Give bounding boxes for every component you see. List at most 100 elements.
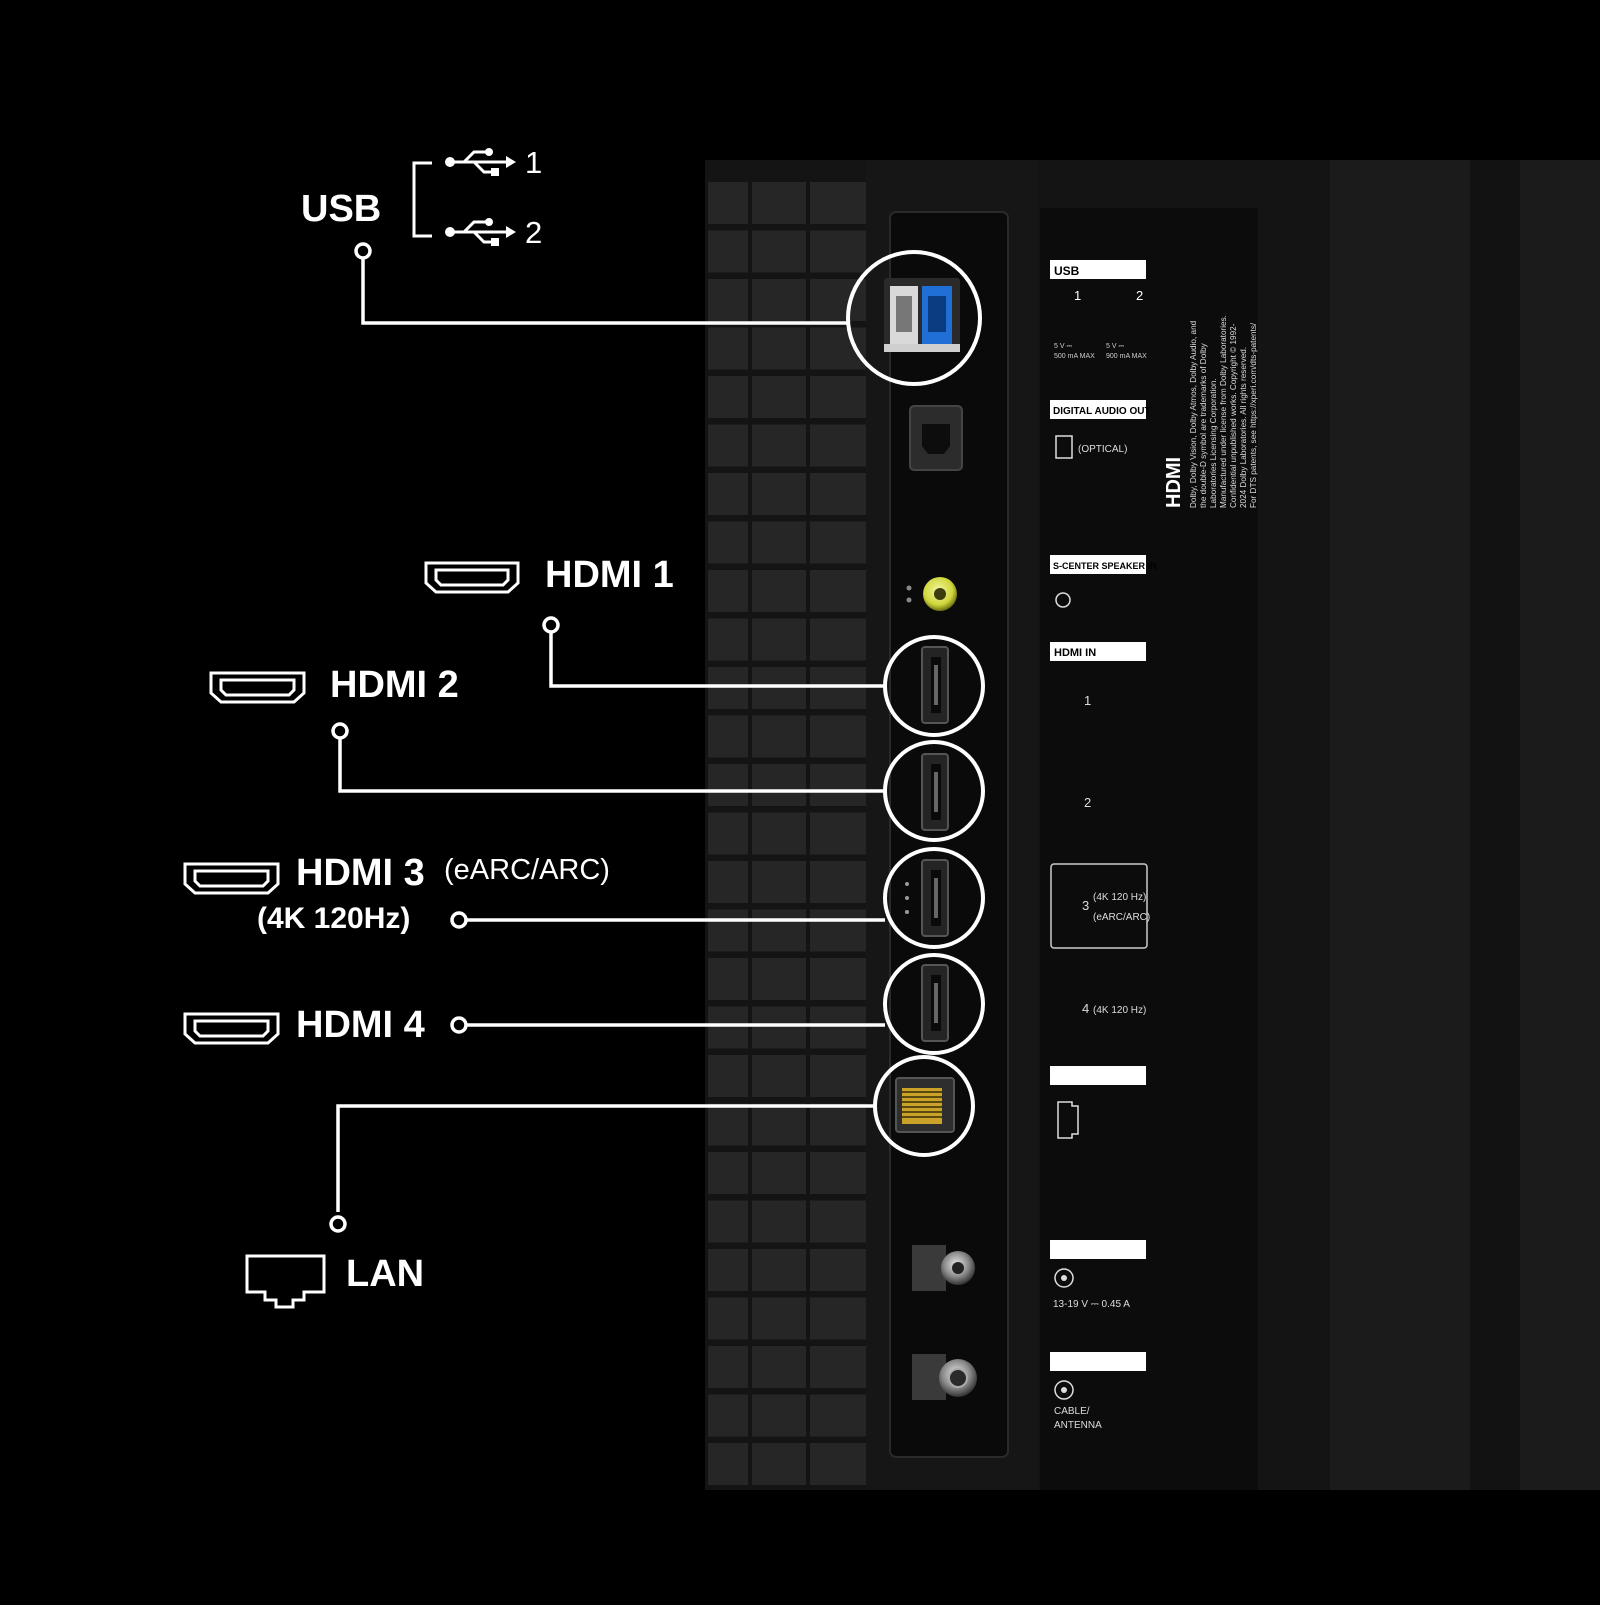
grille-cell (810, 376, 866, 418)
grille-cell (810, 230, 866, 273)
hdmi-2-leader-dot (331, 722, 349, 740)
usb-2-icon (445, 218, 516, 246)
grille-cell (810, 1055, 866, 1097)
usb-bracket (412, 161, 432, 238)
hdmi-icons (183, 561, 520, 1045)
grille-cell (708, 327, 748, 370)
legal-line: the double-D symbol are trademarks of Do… (1199, 342, 1208, 508)
grille-cell (752, 1394, 806, 1437)
grille-cell (752, 1443, 806, 1485)
usb-highlight-circle (846, 250, 982, 386)
grille-cell (708, 230, 748, 273)
grille-cell (752, 812, 806, 855)
hdmi-3-connector-icon (183, 862, 280, 895)
panel-satellite-rating: 13-19 V ⎓ 0.45 A (1053, 1299, 1130, 1310)
grille-cell (708, 667, 748, 709)
grille-cell (810, 1200, 866, 1243)
grille-cell (708, 376, 748, 418)
panel-usb-port-2: 2 (1136, 288, 1143, 303)
grille-cell (752, 1297, 806, 1340)
panel-label-texts: USB 1 2 5 V ⎓ 500 mA MAX 5 V ⎓ 900 mA MA… (1050, 264, 1157, 1431)
panel-digital-audio-header: DIGITAL AUDIO OUT (1053, 406, 1151, 417)
hdmi-1-callout-label: HDMI 1 (545, 554, 674, 596)
panel-label-bars (1050, 260, 1146, 1371)
panel-hdmi-port-3: 3 (1082, 898, 1089, 913)
panel-hdmi-port-4-spec: (4K 120 Hz) (1093, 1005, 1146, 1016)
lan-leader-line (336, 1104, 875, 1212)
grille-cell (810, 1394, 866, 1437)
grille-cell (708, 1200, 748, 1243)
grille-cell (752, 1006, 806, 1049)
panel-hdmi-port-3-note: (eARC/ARC) (1093, 912, 1150, 923)
grille-cell (810, 861, 866, 903)
hdmi-4-callout-label: HDMI 4 (296, 1004, 425, 1046)
grille-cell (708, 473, 748, 515)
grille-cell (708, 1443, 748, 1485)
hdmi-3-highlight-circle (883, 847, 985, 949)
grille-cell (810, 1103, 866, 1146)
hdmi-4-leader-dot (450, 1016, 468, 1034)
hdmi-logo: HDMI (1163, 457, 1185, 508)
grille-cell (810, 958, 866, 1000)
legal-line: Dolby, Dolby Vision, Dolby Atmos, Dolby … (1189, 320, 1198, 508)
hdmi-3-callout-label: HDMI 3 (296, 852, 425, 894)
hdmi-3-earc-note: (eARC/ARC) (444, 854, 610, 886)
grille-cell (708, 570, 748, 612)
hdmi-4-highlight-circle (883, 953, 985, 1055)
panel-usb-rating-2-v: 5 V ⎓ (1106, 343, 1124, 350)
grille-cell (752, 667, 806, 709)
center-speaker-jack (906, 577, 957, 611)
legal-text-block: HDMI Dolby, Dolby Vision, Dolby Atmos, D… (1163, 315, 1258, 508)
panel-usb-rating-1-v: 5 V ⎓ (1054, 343, 1072, 350)
grille-cell (810, 1006, 866, 1049)
grille-cell (708, 812, 748, 855)
satellite-connector (912, 1245, 975, 1291)
grille-cell (810, 812, 866, 855)
grille-cell (752, 764, 806, 806)
panel-usb-header: USB (1054, 264, 1080, 278)
grille-cell (708, 1103, 748, 1146)
panel-hdmi-port-4: 4 (1082, 1001, 1089, 1016)
grille-cell (708, 182, 748, 224)
grille-cell (708, 715, 748, 758)
usb-1-icon (445, 148, 516, 176)
grille-cell (708, 279, 748, 321)
grille-cell (708, 1152, 748, 1194)
legal-line: Manufactured under license from Dolby La… (1219, 315, 1228, 508)
grille-cell (708, 1006, 748, 1049)
usb-port-2-number: 2 (525, 215, 543, 250)
panel-usb-rating-1-a: 500 mA MAX (1054, 353, 1095, 360)
antenna-connector (912, 1354, 977, 1400)
grille-cell (810, 909, 866, 952)
grille-cell (752, 230, 806, 273)
panel-usb-rating-2-a: 900 mA MAX (1106, 353, 1147, 360)
usb-leader-dot (354, 242, 372, 260)
panel-hdmi-in-header: HDMI IN (1054, 647, 1096, 659)
grille-cell (752, 1249, 806, 1291)
grille-cell (752, 521, 806, 564)
hdmi-2-callout-label: HDMI 2 (330, 664, 459, 706)
grille-cell (752, 182, 806, 224)
panel-hdmi-port-3-spec: (4K 120 Hz) (1093, 892, 1146, 903)
grille-cell (810, 1152, 866, 1194)
hdmi-1-leader-line (549, 632, 885, 688)
panel-antenna-sub-1: CABLE/ (1054, 1406, 1090, 1417)
grille-cell (810, 715, 866, 758)
hdmi-1-connector-icon (424, 561, 520, 594)
grille-cell (708, 1055, 748, 1097)
grille-cell (752, 473, 806, 515)
grille-cell (752, 376, 806, 418)
grille-cell (810, 667, 866, 709)
grille-cell (752, 424, 806, 467)
lan-leader-dot (329, 1215, 347, 1233)
grille-cell (752, 1200, 806, 1243)
legal-line: Confidential unpublished works. Copyrigh… (1229, 323, 1238, 508)
usb-ports (884, 278, 960, 352)
leader-line-endpoints (329, 242, 560, 1233)
hdmi-3-leader-dot (450, 911, 468, 929)
hdmi-2-connector-icon (209, 671, 306, 704)
grille-cell (708, 1346, 748, 1388)
panel-hdmi-port-1: 1 (1084, 693, 1091, 708)
grille-cell (810, 1249, 866, 1291)
